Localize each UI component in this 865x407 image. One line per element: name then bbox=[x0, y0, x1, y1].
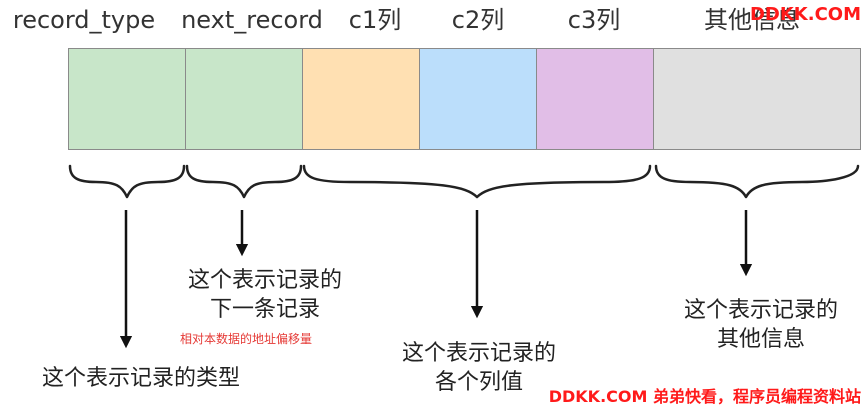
watermark-bottom: DDKK.COM 弟弟快看，程序员编程资料站 bbox=[548, 387, 861, 406]
cell-c2 bbox=[419, 48, 537, 150]
desc-next-record-line1: 这个表示记录的 bbox=[187, 268, 342, 293]
header-c3: c3列 bbox=[567, 6, 621, 34]
desc-next-record-note: 相对本数据的地址偏移量 bbox=[180, 332, 313, 346]
desc-other-line1: 这个表示记录的 bbox=[683, 298, 838, 323]
header-record-type: record_type bbox=[12, 6, 156, 34]
header-c1: c1列 bbox=[348, 6, 402, 34]
header-next-record: next_record bbox=[181, 6, 323, 34]
cell-next-record bbox=[185, 48, 303, 150]
desc-record-type: 这个表示记录的类型 bbox=[42, 366, 241, 391]
brace-record-type bbox=[68, 164, 186, 199]
desc-next-record-line2: 下一条记录 bbox=[209, 297, 320, 322]
brace-columns bbox=[302, 164, 652, 199]
brace-next-record bbox=[185, 164, 303, 199]
desc-other-line2: 其他信息 bbox=[716, 327, 805, 352]
header-c2: c2列 bbox=[451, 6, 505, 34]
brace-other-info bbox=[654, 164, 860, 199]
cell-c1 bbox=[302, 48, 420, 150]
header-other-info: 其他信息 bbox=[704, 6, 800, 34]
desc-columns-line1: 这个表示记录的 bbox=[401, 341, 556, 366]
watermark-top: DDKK.COM bbox=[749, 4, 861, 25]
cell-other-info bbox=[653, 48, 861, 150]
desc-columns-line2: 各个列值 bbox=[434, 370, 523, 395]
